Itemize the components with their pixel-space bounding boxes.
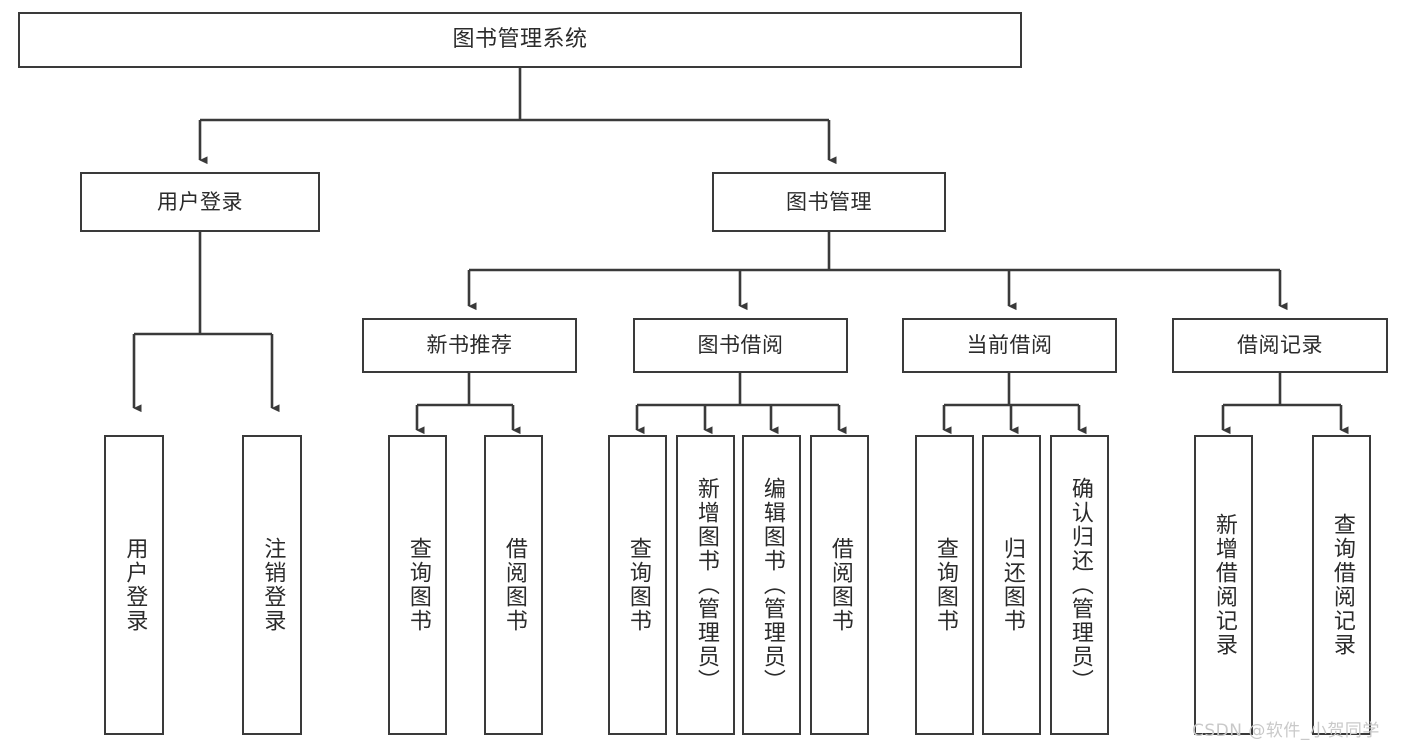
node-label: 查询借阅记录 [1329, 513, 1355, 657]
leaf-query-borrow-record[interactable]: 查询借阅记录 [1312, 435, 1371, 735]
leaf-edit-book-admin[interactable]: 编辑图书（管理员） [742, 435, 801, 735]
node-label: 查询图书 [932, 537, 958, 633]
node-borrow-record[interactable]: 借阅记录 [1172, 318, 1388, 373]
node-root-book-management-system[interactable]: 图书管理系统 [18, 12, 1022, 68]
node-label: 图书管理系统 [452, 26, 588, 52]
node-label: 借阅图书 [501, 537, 527, 633]
leaf-query-book-current[interactable]: 查询图书 [915, 435, 974, 735]
leaf-add-book-admin[interactable]: 新增图书（管理员） [676, 435, 735, 735]
node-label: 当前借阅 [966, 333, 1053, 358]
leaf-return-book[interactable]: 归还图书 [982, 435, 1041, 735]
node-label: 用户登录 [157, 189, 243, 214]
node-label: 新增借阅记录 [1211, 513, 1237, 657]
leaf-borrow-book-recommend[interactable]: 借阅图书 [484, 435, 543, 735]
node-label: 查询图书 [405, 537, 431, 633]
leaf-query-book-recommend[interactable]: 查询图书 [388, 435, 447, 735]
node-label: 注销登录 [260, 537, 286, 633]
node-new-book-recommend[interactable]: 新书推荐 [362, 318, 577, 373]
leaf-confirm-return-admin[interactable]: 确认归还（管理员） [1050, 435, 1109, 735]
node-label: 新增图书（管理员） [693, 477, 719, 693]
node-book-borrow[interactable]: 图书借阅 [633, 318, 848, 373]
node-label: 借阅记录 [1237, 333, 1323, 358]
node-user-login[interactable]: 用户登录 [80, 172, 320, 232]
node-label: 新书推荐 [426, 333, 513, 358]
leaf-add-borrow-record[interactable]: 新增借阅记录 [1194, 435, 1253, 735]
leaf-user-login[interactable]: 用户登录 [104, 435, 164, 735]
leaf-query-book-borrow[interactable]: 查询图书 [608, 435, 667, 735]
node-label: 归还图书 [999, 537, 1025, 633]
node-label: 确认归还（管理员） [1067, 477, 1093, 693]
node-current-borrow[interactable]: 当前借阅 [902, 318, 1117, 373]
node-book-management[interactable]: 图书管理 [712, 172, 946, 232]
node-label: 用户登录 [122, 537, 148, 633]
leaf-logout-login[interactable]: 注销登录 [242, 435, 302, 735]
node-label: 图书管理 [786, 189, 872, 214]
node-label: 借阅图书 [827, 537, 853, 633]
node-label: 图书借阅 [697, 333, 784, 358]
csdn-watermark: CSDN @软件_小贺同学 [1192, 721, 1380, 741]
leaf-borrow-book[interactable]: 借阅图书 [810, 435, 869, 735]
node-label: 编辑图书（管理员） [759, 477, 785, 693]
node-label: 查询图书 [625, 537, 651, 633]
